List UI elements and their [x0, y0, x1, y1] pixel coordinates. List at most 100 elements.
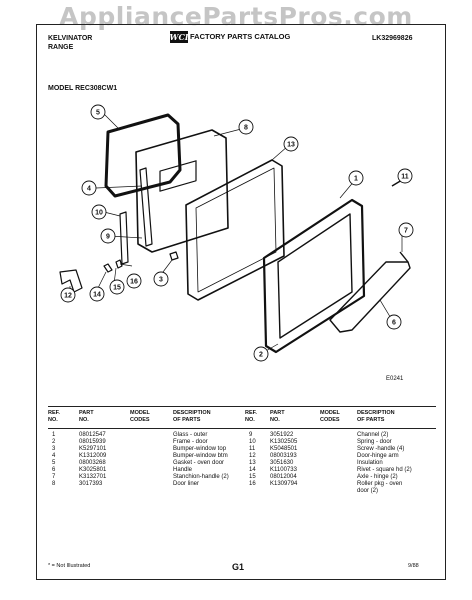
table-row: 3051922: [270, 432, 294, 438]
table-row: 08012004: [270, 474, 297, 480]
callout-label: 8: [244, 125, 248, 132]
callout-circle: [90, 104, 106, 120]
table-row: Bumper-window btm: [173, 453, 228, 459]
callout-label: 11: [401, 174, 409, 181]
table-row: 4: [52, 453, 56, 459]
table-row: 10: [249, 439, 256, 445]
table-row: Door-hinge arm: [357, 453, 399, 459]
table-row: 3051630: [270, 460, 294, 466]
callout-label: 4: [87, 186, 91, 193]
table-row: Axle - hinge (2): [357, 474, 398, 480]
col-header-ref-right: REF.NO.: [245, 410, 257, 423]
svg-text:WCI: WCI: [170, 32, 188, 42]
table-row: 16: [249, 481, 256, 487]
table-row: 2: [52, 439, 56, 445]
table-row: K5297101: [79, 446, 107, 452]
table-row: Screw -handle (4): [357, 446, 405, 452]
table-row: K3025801: [79, 467, 107, 473]
table-row: 08003193: [270, 453, 297, 459]
door-liner-part: [135, 129, 229, 253]
door-frame-part: [262, 198, 366, 354]
table-row: [270, 488, 297, 495]
callout-label: 14: [93, 292, 101, 299]
table-row: 08015939: [79, 439, 106, 445]
table-row: Gasket - oven door: [173, 460, 225, 466]
wci-logo-icon: WCI: [170, 31, 188, 43]
table-row: K5048501: [270, 446, 298, 452]
table-row: [249, 488, 256, 495]
table-row: 13: [249, 460, 256, 466]
callout-label: 12: [64, 293, 72, 300]
channel-part: [119, 211, 129, 265]
table-row: 3017393: [79, 481, 103, 487]
left-desc-column: Glass - outer Frame - door Bumper-window…: [173, 432, 229, 488]
callout-label: 16: [130, 279, 138, 286]
callout-label: 5: [96, 110, 100, 117]
brand-name: KELVINATOR: [48, 35, 93, 42]
figure-code: E0241: [386, 376, 404, 382]
table-row: 08012547: [79, 432, 106, 438]
callout-label: 6: [392, 320, 396, 327]
table-row: Glass - outer: [173, 432, 208, 438]
table-row: 3: [52, 446, 56, 452]
page-code: G1: [232, 562, 245, 572]
table-row: Channel (2): [357, 432, 389, 438]
table-row: Insulation: [357, 460, 383, 466]
col-header-ref-left: REF.NO.: [48, 410, 60, 423]
catalog-page-frame: [36, 24, 446, 580]
table-row: Rivet - square hd (2): [357, 467, 412, 473]
footnote-not-illustrated: * = Not Illustrated: [48, 563, 91, 569]
table-row: 14: [249, 467, 256, 473]
table-row: Handle: [173, 467, 193, 473]
table-row: Spring - door: [357, 439, 392, 445]
table-row: K1309794: [270, 481, 298, 487]
table-row: 7: [52, 474, 56, 480]
table-row: 6: [52, 467, 56, 473]
product-type: RANGE: [48, 44, 74, 51]
table-row: K1312009: [79, 453, 107, 459]
left-part-column: 08012547 08015939 K5297101 K1312009 0800…: [79, 432, 106, 488]
callout-label: 10: [95, 210, 103, 217]
table-row: K1302505: [270, 439, 298, 445]
callout-label: 9: [106, 234, 110, 241]
table-row: 08003268: [79, 460, 106, 466]
insulation-part: [185, 159, 285, 301]
right-part-column: 3051922 K1302505 K5048501 08003193 30516…: [270, 432, 297, 495]
handle-part: [329, 261, 411, 333]
table-row: 15: [249, 474, 256, 480]
catalog-title: FACTORY PARTS CATALOG: [190, 32, 291, 41]
document-number: LK32969826: [372, 35, 413, 42]
table-row: 8: [52, 481, 56, 487]
catalog-date: 9/88: [408, 563, 419, 569]
outer-glass-part: [277, 213, 353, 339]
table-row: Bumper-window top: [173, 446, 227, 452]
table-row: 9: [249, 432, 253, 438]
table-row: K1100733: [270, 467, 297, 473]
callout-label: 2: [259, 352, 263, 359]
liner-window: [159, 160, 197, 192]
callout-label: 3: [159, 277, 163, 284]
left-ref-column: 1 2 3 4 5 6 7 8: [52, 432, 55, 488]
table-row: 12: [249, 453, 256, 459]
table-row: Roller pkg - oven: [357, 481, 403, 487]
table-top-rule: [48, 406, 436, 407]
callout-label: 13: [287, 142, 295, 149]
callout-label: 7: [404, 228, 408, 235]
bumper-part: [169, 251, 179, 261]
right-ref-column: 9 10 11 12 13 14 15 16: [249, 432, 256, 495]
table-row: Frame - door: [173, 439, 208, 445]
table-row: Door liner: [173, 481, 200, 487]
table-row: 1: [52, 432, 56, 438]
table-header-rule: [48, 428, 436, 429]
watermark-text: AppliancePartsPros.com: [59, 2, 413, 31]
callout-label: 1: [354, 176, 358, 183]
table-row: door (2): [357, 488, 379, 494]
right-desc-column: Channel (2) Spring - door Screw -handle …: [357, 432, 412, 495]
table-row: Stanchion-handle (2): [173, 474, 229, 480]
